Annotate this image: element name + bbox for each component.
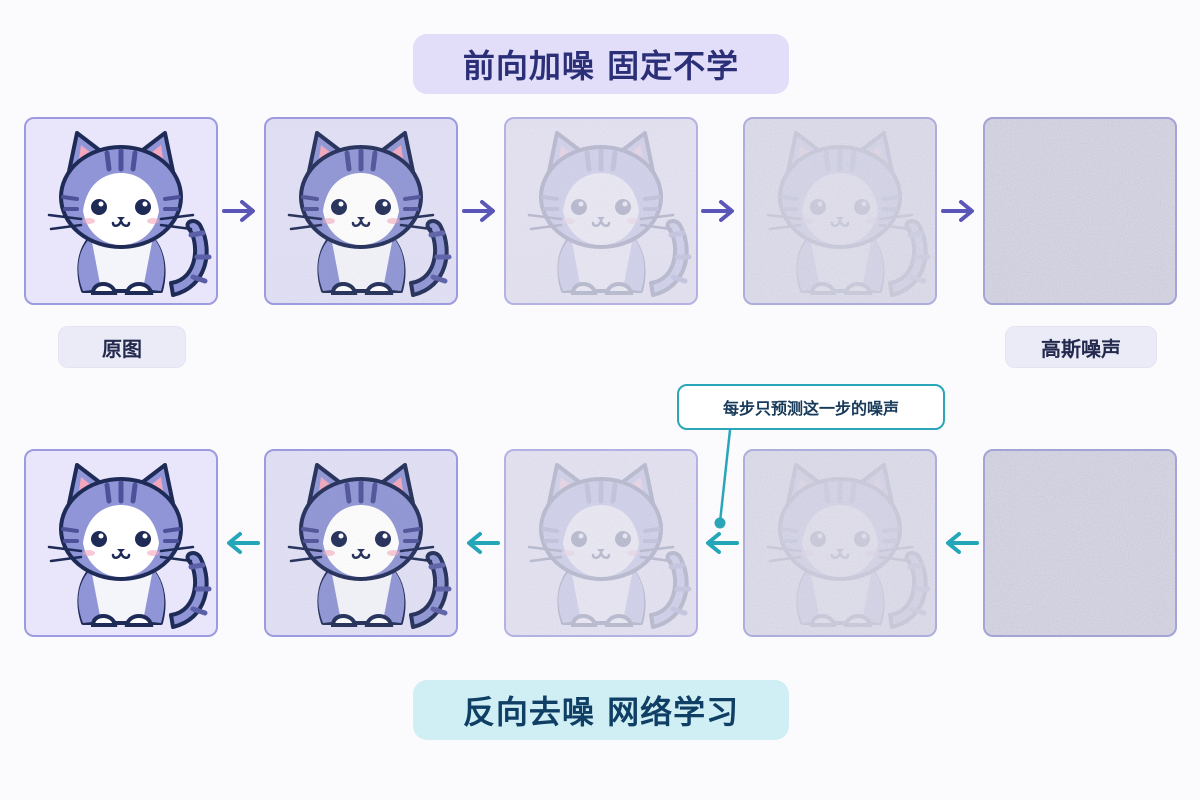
noise-texture [506, 451, 696, 635]
arrow-left-icon [462, 531, 500, 555]
reverse-stage-recovered [24, 449, 218, 637]
noise-texture [985, 451, 1175, 635]
arrow-right-icon [941, 199, 979, 223]
noise-texture [506, 119, 696, 303]
reverse-stage-pure-noise [983, 449, 1177, 637]
reverse-stage-heavy-noise [743, 449, 937, 637]
arrow-right-icon [462, 199, 500, 223]
noise-prediction-callout: 每步只预测这一步的噪声 [677, 384, 945, 430]
gaussian-noise-label: 高斯噪声 [1005, 326, 1157, 368]
cat-illustration [506, 119, 696, 303]
arrow-left-icon [222, 531, 260, 555]
arrow-left-icon [941, 531, 979, 555]
original-image-label: 原图 [58, 326, 186, 368]
callout-pointer [714, 429, 732, 529]
cat-illustration [26, 451, 216, 635]
forward-stage-light-noise [264, 117, 458, 305]
cat-illustration [266, 451, 456, 635]
forward-process-title: 前向加噪 固定不学 [413, 34, 789, 94]
noise-texture [266, 119, 456, 303]
reverse-stage-light-noise [264, 449, 458, 637]
forward-stage-pure-noise [983, 117, 1177, 305]
arrow-right-icon [701, 199, 739, 223]
noise-texture [745, 119, 935, 303]
cat-illustration [26, 119, 216, 303]
forward-stage-original [24, 117, 218, 305]
cat-illustration [745, 451, 935, 635]
noise-texture [266, 451, 456, 635]
reverse-stage-medium-noise [504, 449, 698, 637]
cat-illustration [506, 451, 696, 635]
reverse-process-title: 反向去噪 网络学习 [413, 680, 789, 740]
noise-texture [745, 451, 935, 635]
forward-stage-heavy-noise [743, 117, 937, 305]
arrow-right-icon [222, 199, 260, 223]
arrow-left-icon [701, 531, 739, 555]
cat-illustration [745, 119, 935, 303]
noise-texture [985, 119, 1175, 303]
cat-illustration [266, 119, 456, 303]
forward-stage-medium-noise [504, 117, 698, 305]
